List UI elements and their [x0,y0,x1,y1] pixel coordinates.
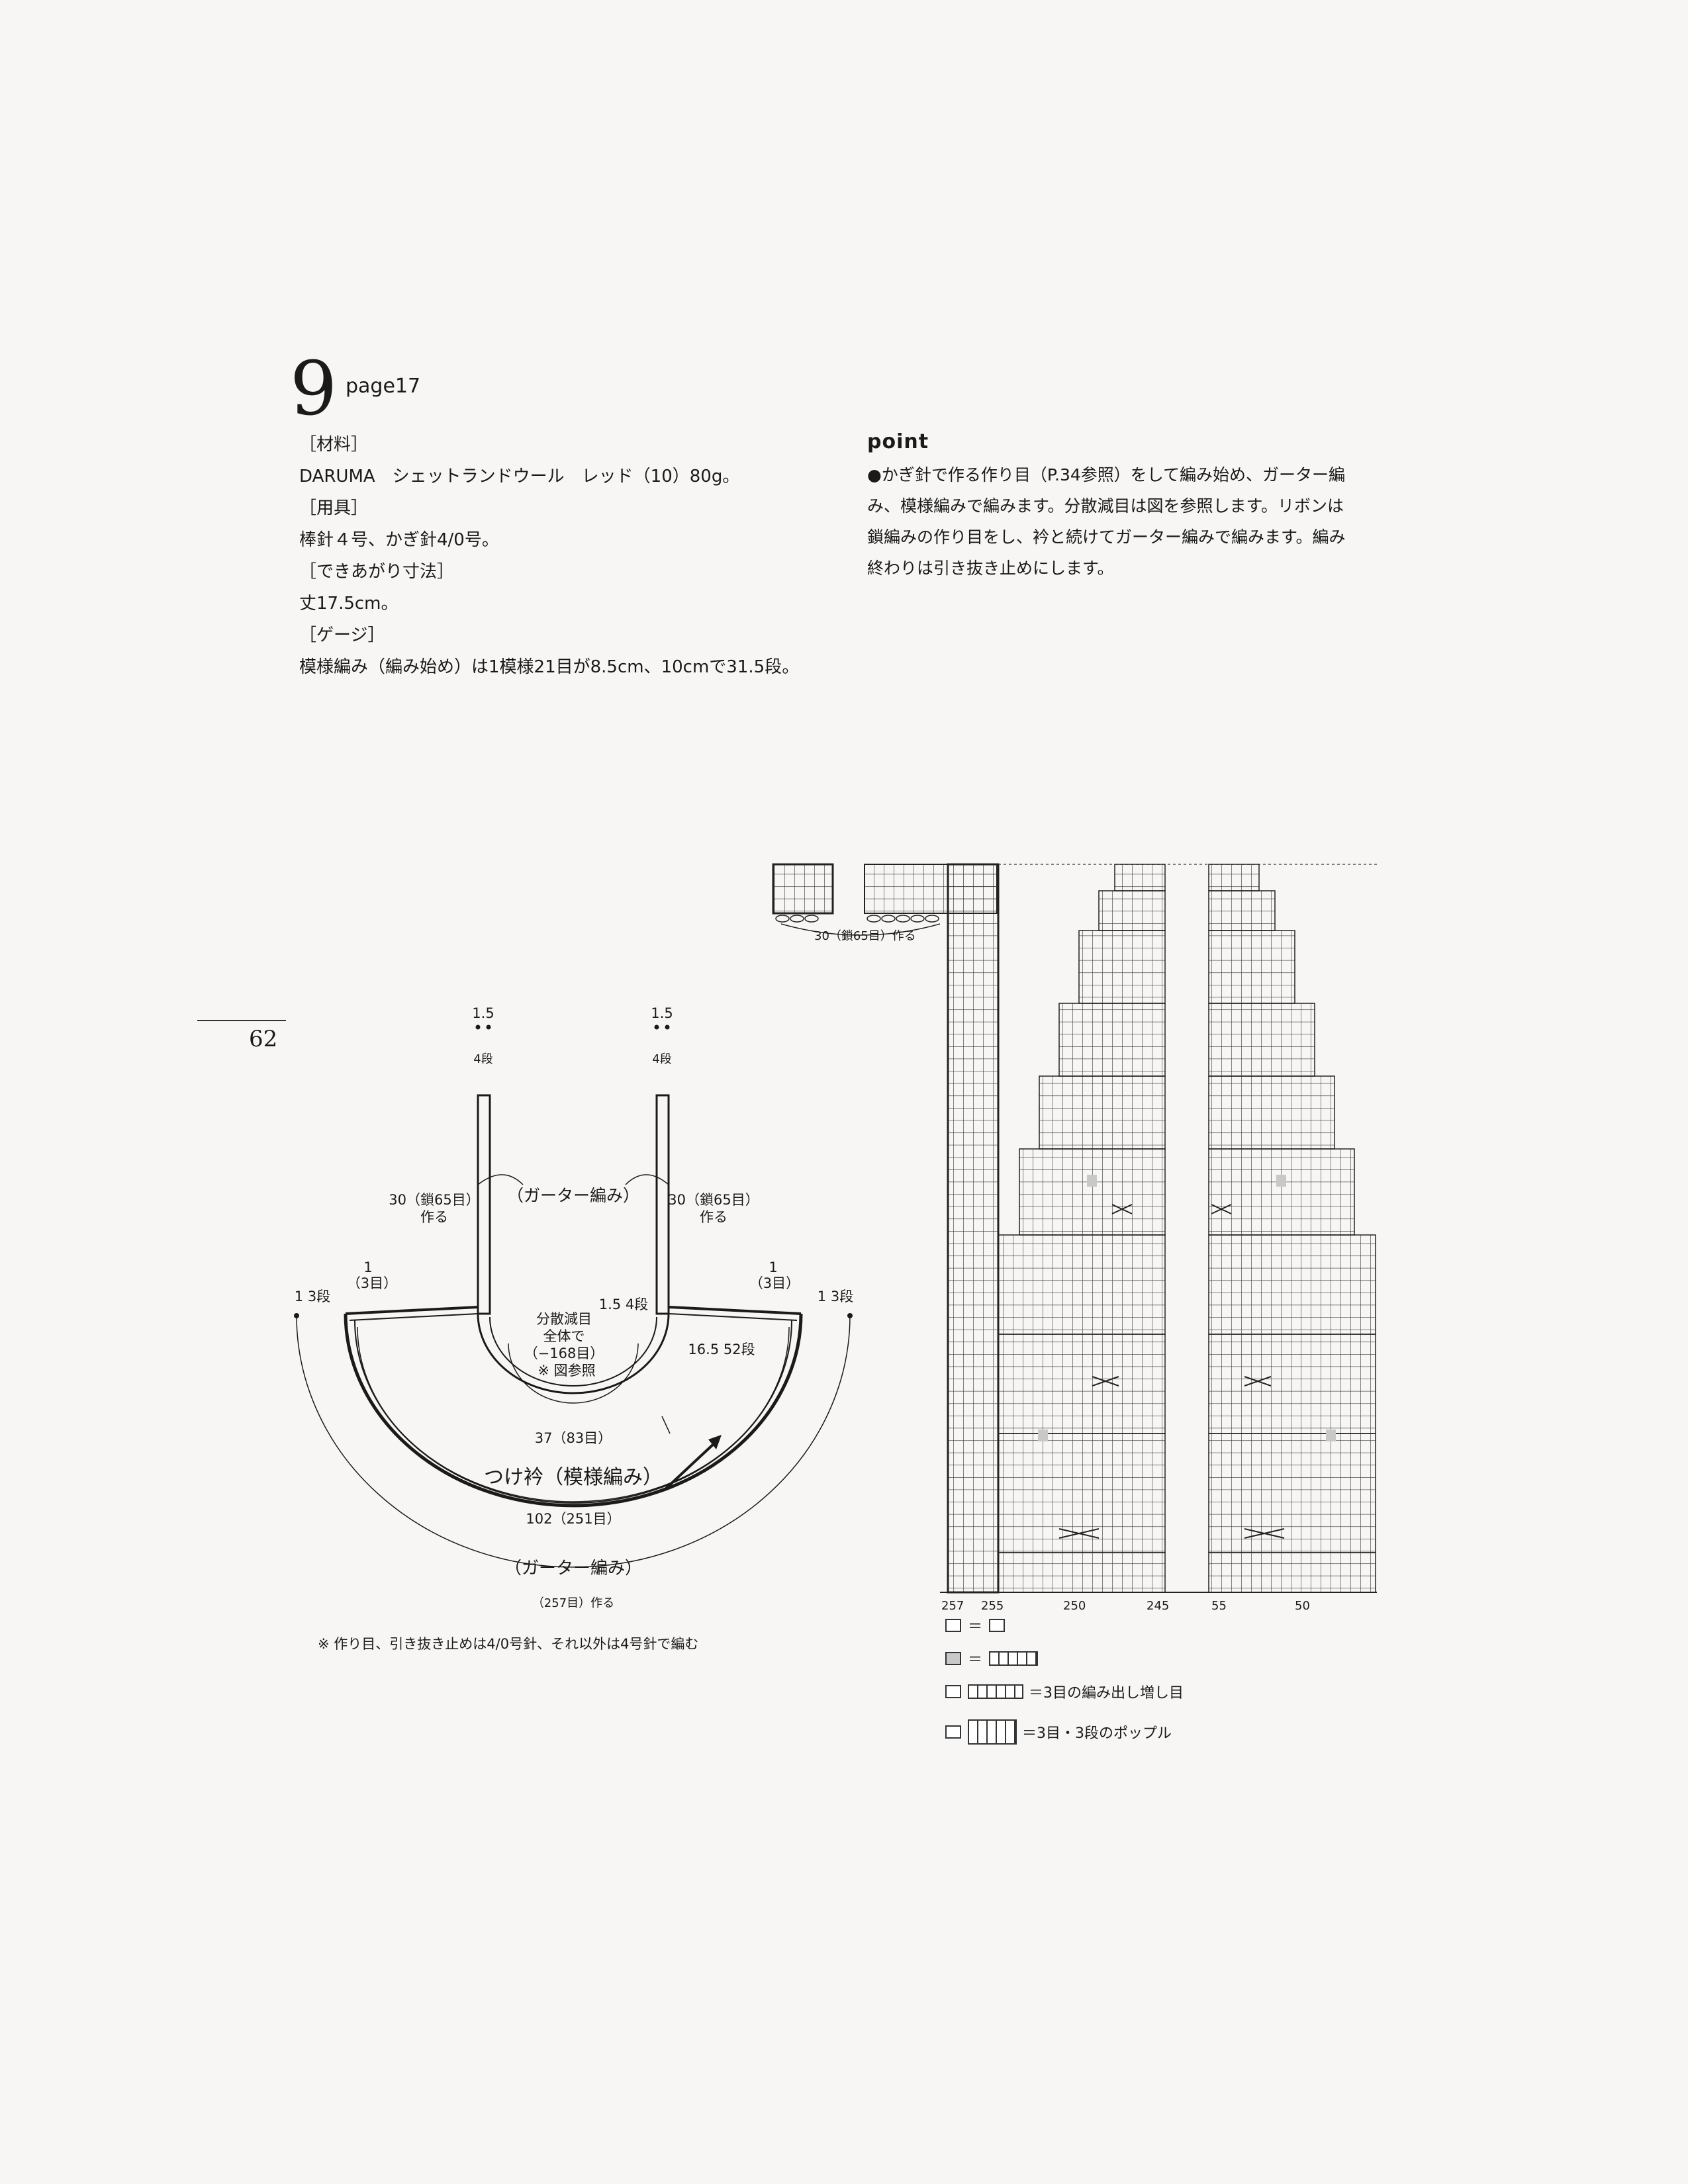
gauge-heading: ［ゲージ］ [299,625,385,645]
collar-label: つけ衿（模様編み） [484,1466,663,1489]
chart-number: 255 [981,1599,1004,1613]
side-right-stitch-sub: （3目） [749,1275,800,1291]
decrease-line1: 分散減目 [536,1311,592,1327]
tools-text: 棒針４号、かぎ針4/0号。 [299,530,499,550]
empty-square-icon [945,1619,961,1632]
garter-bottom-label: （ガーター編み） [504,1559,642,1578]
direction-arrow [664,1441,716,1490]
legend-item: ＝3目・3段のポップル [945,1719,1172,1745]
dim-arc-inner-neck [508,1343,639,1404]
point-line: み、模様編みで編みます。分散減目は図を参照します。リボンは [867,496,1344,516]
increase-cells-icon [968,1684,1023,1699]
materials-block: ［材料］ DARUMA シェットランドウール レッド（10）80g。 ［用具］ … [299,429,895,683]
materials-heading: ［材料］ [299,435,369,455]
dim-arc-ribbon-left [477,1174,524,1185]
gray-cells [1038,1175,1336,1441]
size-heading: ［できあがり寸法］ [299,562,455,582]
cast-on-label: （257目）作る [532,1596,614,1610]
chart-number: 55 [1211,1599,1227,1613]
page-number-rule [197,1020,286,1021]
side-right-stitch: 1 [769,1259,777,1275]
page-number: 62 [249,1026,278,1052]
chart-number: 50 [1295,1599,1310,1613]
inner-neck-arc [477,1313,670,1394]
depth-label: 16.5 52段 [688,1342,755,1357]
dim-arc-ribbon-right [625,1174,669,1185]
top-left-rows: 4段 [473,1052,492,1066]
left-ribbon [477,1094,491,1315]
collar-top-left [345,1306,479,1315]
ribbon-right-label-2: 作る [700,1209,727,1225]
legend-item: ＝ [945,1615,1011,1636]
chain-stitches [775,915,939,923]
ribbon-right-label: 30（鎖65目） [668,1192,759,1208]
inner-rows-label: 1.5 4段 [599,1297,648,1312]
ribbon-left-label-2: 作る [420,1209,448,1225]
top-right-rows: 4段 [652,1052,671,1066]
pattern-number: 9 [290,346,338,432]
chart-number: 245 [1147,1599,1169,1613]
collar-top-left-2 [349,1313,479,1321]
gauge-text: 模様編み（編み始め）は1模様21目が8.5cm、10cmで31.5段。 [299,657,800,677]
collar-top-right [668,1306,802,1315]
point-body: ●かぎ針で作る作り目（P.34参照）をして編み始め、ガーター編 み、模様編みで編… [867,459,1397,584]
top-left-value: 1.5 [472,1005,494,1021]
chart-number: 257 [941,1599,964,1613]
page-reference: page17 [346,375,421,398]
chart-left-strip [947,863,1000,1594]
legend-item: ＝3目の編み出し増し目 [945,1681,1184,1702]
cross-motifs [1058,1204,1285,1539]
top-right-value: 1.5 [651,1005,673,1021]
legend-item: ＝ [945,1648,1043,1669]
point-line: 終わりは引き抜き止めにします。 [867,559,1114,578]
point-line: 鎖編みの作り目をし、衿と続けてガーター編みで編みます。編み [867,527,1346,547]
size-text: 丈17.5cm。 [299,594,399,614]
right-ribbon [655,1094,670,1315]
garter-top-label: （ガーター編み） [507,1186,639,1205]
chart-triangle-right [1208,864,1376,1593]
materials-yarn: DARUMA シェットランドウール レッド（10）80g。 [299,467,740,486]
collar-inner-line [357,1326,790,1502]
chart-triangle-left [998,864,1166,1593]
side-left-stitch-sub: （3目） [347,1275,397,1291]
gray-square-icon [945,1652,961,1665]
ribbon-chart-left [772,863,834,915]
ribbon-left-label: 30（鎖65目） [389,1192,479,1208]
side-left-stitch: 1 [363,1259,372,1275]
footnote: ※ 作り目、引き抜き止めは4/0号針、それ以外は4号針で編む [318,1636,699,1652]
collar-outer-arc [344,1313,803,1508]
side-right-rows: 1 3段 [818,1289,853,1304]
outer-width-label: 102（251目） [526,1511,620,1527]
purl-square-icon [989,1619,1006,1632]
point-title: point [867,430,929,453]
collar-top-right-2 [668,1313,798,1321]
side-left-rows: 1 3段 [295,1289,330,1304]
inner-neck-arc-2 [489,1316,657,1387]
decrease-line2: 全体で [543,1328,585,1344]
inner-width-label: 37（83目） [535,1430,612,1446]
tools-heading: ［用具］ [299,498,369,518]
knit-cells-icon [989,1651,1039,1666]
point-line: ●かぎ針で作る作り目（P.34参照）をして編み始め、ガーター編 [867,465,1346,484]
decrease-line3: （−168目） [524,1345,604,1361]
ribbon-caption: 30（鎖65目）作る [814,929,916,943]
dim-arc-outer [296,1315,851,1568]
increase-symbol-icon [945,1685,961,1698]
chart-number: 250 [1063,1599,1086,1613]
decrease-line4: ※ 図参照 [538,1363,595,1379]
bobble-cells-icon [968,1719,1017,1745]
bobble-symbol-icon [945,1725,961,1739]
